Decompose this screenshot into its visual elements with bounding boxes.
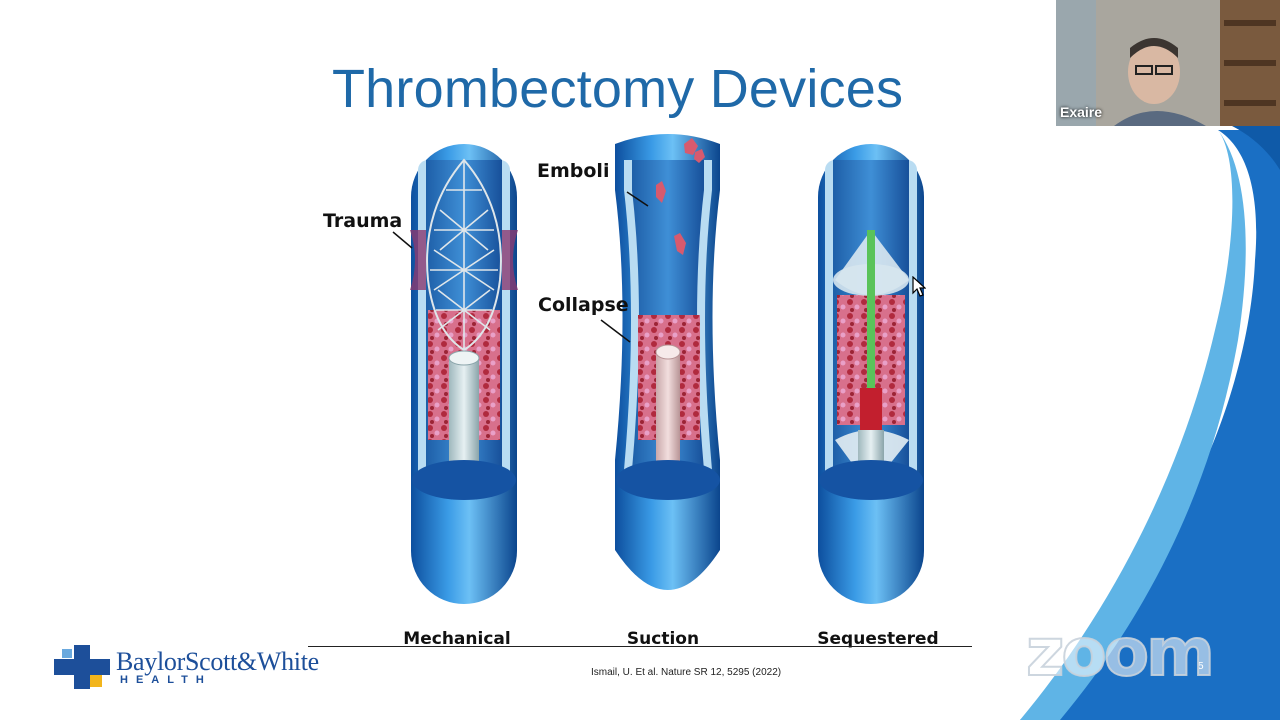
slide-title: Thrombectomy Devices xyxy=(332,59,904,119)
callout-emboli: Emboli xyxy=(537,160,610,182)
vessel-sequestered xyxy=(818,144,924,604)
label-suction: Suction xyxy=(626,629,700,649)
logo-cross-icon xyxy=(54,645,110,689)
callout-collapse: Collapse xyxy=(538,294,629,316)
label-sequestered: Sequestered xyxy=(817,629,939,649)
baylor-scott-white-logo: BaylorScott&White HEALTH xyxy=(54,645,384,690)
label-mechanical: Mechanical xyxy=(403,629,511,649)
vessel-mechanical xyxy=(410,144,518,604)
citation-text: Ismail, U. Et al. Nature SR 12, 5295 (20… xyxy=(591,667,782,678)
mouse-cursor-icon xyxy=(912,276,926,297)
participant-name: Exaire xyxy=(1060,104,1103,120)
video-feed-image xyxy=(1056,0,1280,126)
thrombectomy-illustration xyxy=(392,134,924,604)
logo-sub-text: HEALTH xyxy=(120,674,212,686)
callout-trauma: Trauma xyxy=(323,210,403,232)
zoom-watermark-logo: zoom xyxy=(1025,613,1216,692)
vessel-suction xyxy=(600,134,720,590)
slide-number: 5 xyxy=(1198,661,1204,672)
caption-rule xyxy=(308,646,972,647)
participant-video-tile[interactable]: Exaire xyxy=(1056,0,1280,126)
logo-name-text: BaylorScott&White xyxy=(116,647,319,676)
